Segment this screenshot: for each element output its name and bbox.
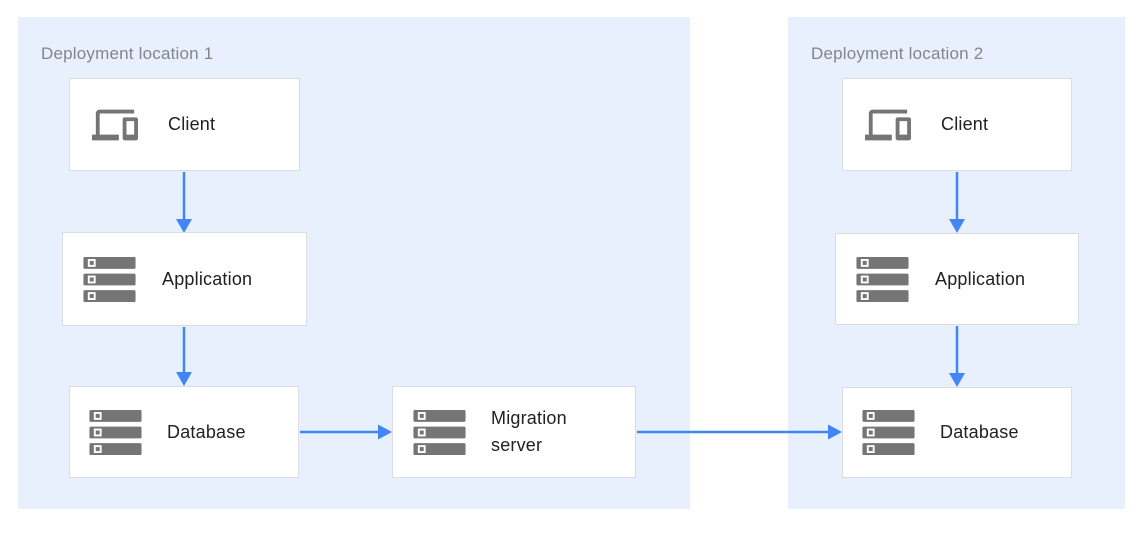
node-database-2: Database <box>842 387 1072 478</box>
server-stack-icon <box>862 410 915 455</box>
node-label: Database <box>167 421 246 442</box>
server-stack-icon <box>89 409 142 455</box>
node-label: Application <box>162 268 253 289</box>
node-application-2: Application <box>835 233 1079 325</box>
node-label: Application <box>935 268 1026 289</box>
node-migration-server: Migration server <box>392 386 636 478</box>
server-stack-icon <box>413 409 466 455</box>
devices-icon <box>84 102 146 148</box>
region-1-title: Deployment location 1 <box>41 44 214 63</box>
node-label: Database <box>940 422 1019 442</box>
node-client-1: Client <box>69 78 300 171</box>
node-client-2: Client <box>842 78 1072 171</box>
node-label: Client <box>168 114 216 134</box>
server-stack-icon <box>856 256 909 302</box>
node-database-1: Database <box>69 386 299 478</box>
node-application-1: Application <box>62 232 307 326</box>
node-label: Client <box>941 114 989 134</box>
node-label: Migration server <box>491 408 567 455</box>
devices-icon <box>857 102 919 148</box>
region-2-title: Deployment location 2 <box>811 44 984 63</box>
server-stack-icon <box>83 256 136 302</box>
